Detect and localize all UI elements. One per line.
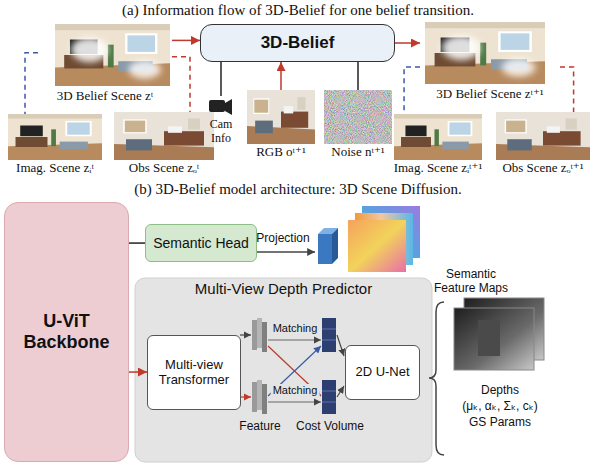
- projection-arrow: [254, 251, 315, 252]
- node-label: Multi-View Depth Predictor: [195, 280, 372, 297]
- process-box: Multi-view Transformer: [147, 335, 241, 410]
- connector: [172, 57, 190, 112]
- cost-volume: [322, 318, 336, 414]
- feature-slice: [262, 322, 267, 352]
- node-label: Noise nᵗ⁺¹: [331, 145, 384, 160]
- connector: [129, 242, 145, 244]
- feature-stack: [252, 318, 267, 414]
- observed-scene-image: [496, 112, 590, 160]
- rgb-image: [247, 90, 315, 144]
- feature-slice: [252, 320, 257, 350]
- scene-panel: 3D Belief Scene zᵗ: [38, 24, 172, 106]
- node-label: 3D Belief Scene zᵗ⁺¹: [436, 87, 543, 102]
- matching-arrow: [268, 346, 321, 396]
- matching-arrow: [268, 401, 321, 402]
- output-label: Semantic Feature Maps: [426, 268, 516, 296]
- depth-map: [454, 308, 534, 370]
- step-label: Matching: [271, 322, 320, 335]
- process-box: Semantic Head: [145, 224, 257, 262]
- figure-title: (b) 3D-Belief model architecture: 3D Sce…: [134, 181, 462, 198]
- cost-volume-slice: [322, 402, 336, 403]
- part-label: Feature: [239, 420, 280, 434]
- output-brace: [429, 302, 444, 455]
- step-label: Matching: [271, 384, 320, 397]
- camera-input: Cam Info: [200, 96, 242, 148]
- matching-arrow: [268, 346, 321, 396]
- node-label: Imag. Scene zᵢᵗ⁺¹: [394, 161, 483, 176]
- observed-scene-image: [114, 112, 214, 160]
- part-label: Cost Volume: [296, 420, 364, 434]
- node-label: Obs Scene zₒᵗ: [129, 161, 200, 176]
- feature-slice: [252, 382, 257, 412]
- slab-side: [332, 228, 338, 264]
- process-box: 2D U-Net: [345, 345, 420, 400]
- imagined-scene-image: [394, 114, 482, 160]
- camera-lens: [225, 99, 232, 115]
- image-input: RGB oᵗ⁺¹: [245, 90, 317, 162]
- output-label: (μₖ, αₖ, Σₖ, cₖ): [462, 400, 538, 414]
- cost-volume-slice: [322, 391, 336, 392]
- module-ground: [135, 278, 432, 462]
- node-label: RGB oᵗ⁺¹: [256, 145, 306, 160]
- node-label: Multi-view Transformer: [154, 358, 234, 388]
- output-label: Depths: [481, 384, 519, 398]
- volume-arrow: [337, 386, 344, 397]
- slab-front: [318, 234, 332, 264]
- node-label: Obs Scene zₒᵗ⁺¹: [502, 161, 583, 176]
- scene-panel: 3D Belief Scene zᵗ⁺¹: [420, 22, 560, 104]
- feature-slice: [262, 384, 267, 414]
- belief-scene-image: [425, 22, 545, 84]
- connector: [220, 62, 222, 96]
- imagined-scene-image: [8, 114, 102, 160]
- node-label: Cam Info: [202, 118, 240, 146]
- connector: [172, 40, 200, 42]
- cost-volume-block: [322, 318, 336, 352]
- scene-panel: Imag. Scene zᵢᵗ⁺¹: [390, 114, 487, 178]
- projection-slab: [318, 228, 338, 264]
- feature-slice: [257, 380, 262, 410]
- node-label: 3D-Belief: [261, 33, 335, 53]
- feature-map: [348, 220, 406, 272]
- module-group: Multi-View Depth PredictorMulti-view Tra…: [135, 278, 432, 462]
- depth-object: [478, 320, 500, 356]
- scene-panel: Obs Scene zₒᵗ⁺¹: [492, 112, 594, 178]
- connector: [129, 371, 147, 373]
- camera-body: [209, 100, 225, 112]
- figure-title: (a) Information flow of 3D-Belief for on…: [122, 2, 474, 19]
- volume-arrow: [337, 335, 344, 356]
- model-box: 3D-Belief: [200, 24, 395, 62]
- scene-panel: Obs Scene zₒᵗ: [112, 112, 216, 178]
- feature-slice: [257, 318, 262, 348]
- noise-input: Noise nᵗ⁺¹: [322, 90, 394, 162]
- node-label: Semantic Head: [153, 235, 249, 251]
- node-label: 2D U-Net: [355, 365, 409, 380]
- step-label: Projection: [256, 232, 309, 246]
- connector: [404, 67, 420, 114]
- cost-volume-block: [322, 380, 336, 414]
- connector: [395, 42, 420, 44]
- node-label: 3D Belief Scene zᵗ: [57, 89, 154, 104]
- output-label: GS Params: [469, 416, 531, 430]
- feature-arrow: [240, 396, 251, 397]
- cost-volume-slice: [322, 329, 336, 330]
- node-label: Imag. Scene zᵢᵗ: [16, 161, 94, 176]
- connector: [357, 62, 359, 90]
- belief-scene-image: [55, 24, 170, 86]
- backbone-box: U-ViT Backbone: [4, 202, 129, 462]
- matching-arrow: [268, 339, 321, 340]
- noise-image: [324, 90, 392, 144]
- connector: [280, 62, 282, 90]
- node-label: U-ViT Backbone: [11, 311, 122, 352]
- connector: [560, 67, 574, 112]
- scene-panel: Imag. Scene zᵢᵗ: [5, 114, 105, 178]
- feature-arrow: [240, 334, 251, 335]
- connector: [25, 53, 38, 114]
- cost-volume-slice: [322, 340, 336, 341]
- camera-icon: [209, 99, 232, 115]
